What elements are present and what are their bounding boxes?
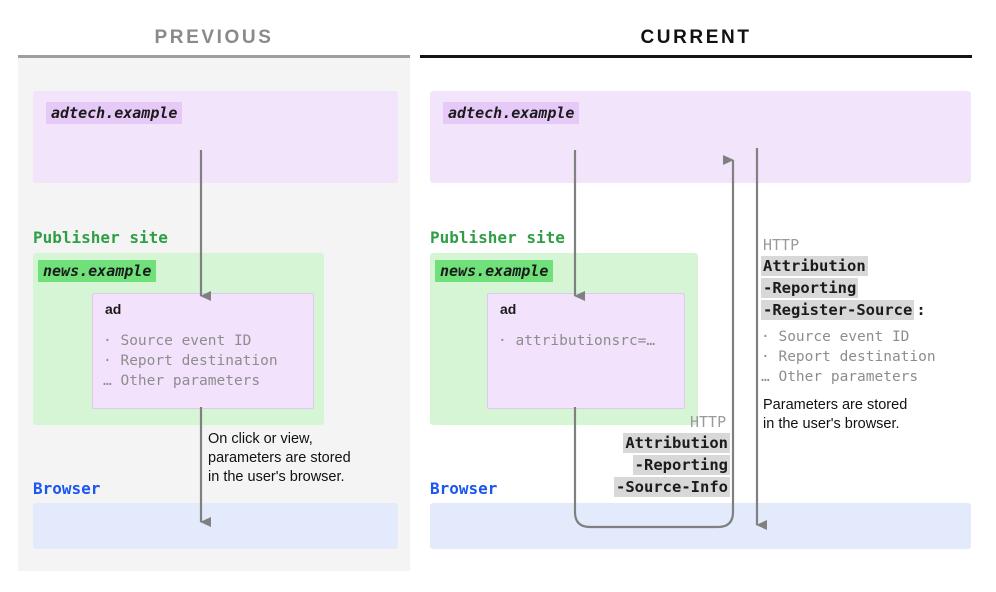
current-browser-region: [430, 503, 971, 549]
current-ad-title: ad: [500, 301, 517, 317]
request-header-line-2: -Reporting: [530, 455, 730, 475]
response-header-line-1-text: Attribution: [761, 256, 868, 276]
previous-ad-title: ad: [105, 301, 122, 317]
response-header-line-1: Attribution: [761, 256, 868, 276]
current-news-chip: news.example: [435, 260, 554, 282]
current-adtech-chip: adtech.example: [443, 102, 580, 124]
response-http-word: HTTP: [763, 236, 800, 254]
previous-adtech-chip: adtech.example: [46, 102, 183, 124]
response-header-parameters: · Source event ID · Report destination ……: [761, 329, 936, 385]
request-header-line-3: -Source-Info: [530, 477, 730, 497]
previous-ad-parameters: · Source event ID · Report destination ……: [103, 333, 278, 389]
previous-news-chip: news.example: [38, 260, 157, 282]
current-browser-label: Browser: [430, 479, 498, 498]
request-header-line-3-text: -Source-Info: [614, 477, 730, 497]
column-rule-previous: [18, 55, 410, 58]
column-rule-current: [420, 55, 972, 59]
response-header-colon: :: [916, 301, 926, 319]
request-header-line-1-text: Attribution: [623, 433, 730, 453]
request-header-line-2-text: -Reporting: [632, 455, 730, 475]
response-header-line-2: -Reporting: [761, 278, 859, 298]
response-header-line-3-text: -Register-Source: [761, 300, 915, 320]
column-title-previous: PREVIOUS: [154, 27, 274, 48]
current-caption: Parameters are stored in the user's brow…: [763, 397, 908, 432]
response-header-line-2-text: -Reporting: [761, 278, 859, 298]
response-header-line-3: -Register-Source:: [761, 300, 928, 320]
request-header-line-1: Attribution: [530, 433, 730, 453]
current-publisher-label: Publisher site: [430, 228, 565, 247]
previous-ad-box: [92, 293, 314, 409]
column-title-current: CURRENT: [640, 27, 752, 48]
previous-browser-label: Browser: [33, 479, 101, 498]
previous-caption: On click or view, parameters are stored …: [208, 431, 351, 485]
current-ad-parameters: · attributionsrc=…: [498, 333, 656, 349]
previous-publisher-label: Publisher site: [33, 228, 168, 247]
previous-browser-region: [33, 503, 398, 549]
current-ad-box: [487, 293, 685, 409]
